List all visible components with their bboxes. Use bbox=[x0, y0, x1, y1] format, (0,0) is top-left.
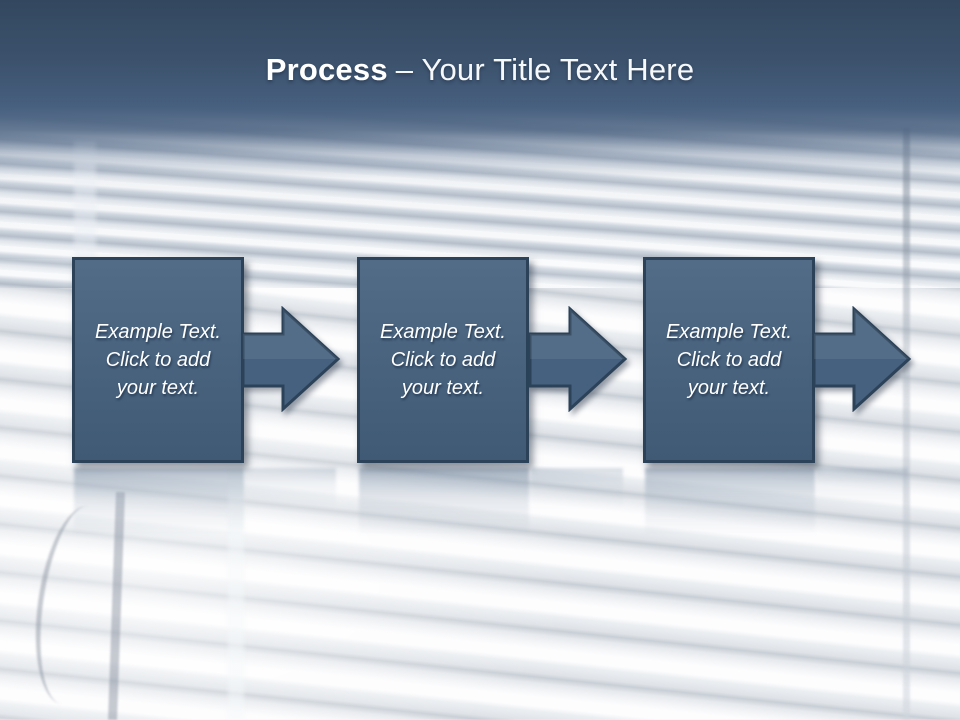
process-step-box-1[interactable]: Example Text. Click to add your text. bbox=[72, 257, 244, 463]
process-step-box-2[interactable]: Example Text. Click to add your text. bbox=[357, 257, 529, 463]
step-text-line: your text. bbox=[116, 377, 200, 399]
title-keyword: Process bbox=[265, 52, 388, 87]
slide-title[interactable]: Process– Your Title Text Here bbox=[0, 52, 960, 88]
step-text-line: Example Text. bbox=[666, 321, 792, 343]
step-text-line: Example Text. bbox=[380, 321, 506, 343]
arrow-reflection bbox=[816, 468, 908, 508]
step-text-line: Click to add bbox=[390, 349, 496, 371]
step-text-line: your text. bbox=[687, 377, 771, 399]
right-block-arrow-icon[interactable] bbox=[812, 306, 912, 412]
right-block-arrow-icon[interactable] bbox=[241, 306, 341, 412]
blinds-cord bbox=[903, 128, 910, 720]
box-reflection bbox=[74, 468, 244, 536]
step-text-line: Click to add bbox=[105, 349, 211, 371]
process-step-box-3[interactable]: Example Text. Click to add your text. bbox=[643, 257, 815, 463]
right-block-arrow-icon[interactable] bbox=[528, 306, 628, 412]
box-reflection bbox=[645, 468, 815, 536]
step-text-line: your text. bbox=[401, 377, 485, 399]
arrow-reflection bbox=[244, 468, 336, 508]
step-text-line: Click to add bbox=[676, 349, 782, 371]
step-text-line: Example Text. bbox=[95, 321, 221, 343]
header-band bbox=[0, 0, 960, 178]
arrow-reflection bbox=[531, 468, 623, 508]
box-reflection bbox=[359, 468, 529, 536]
title-placeholder-text: – Your Title Text Here bbox=[395, 52, 695, 87]
